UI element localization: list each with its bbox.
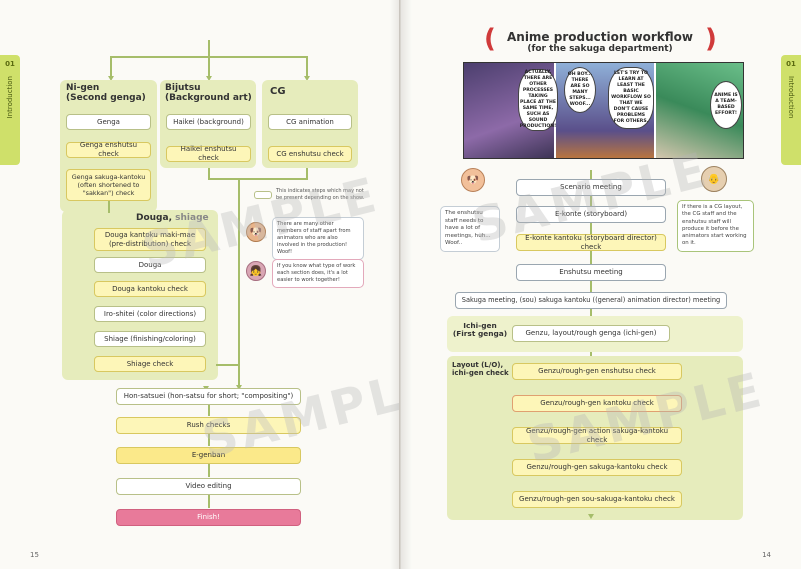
step-douga: Douga [94,257,206,273]
step-cg-enshutsu-check: CG enshutsu check [268,146,352,162]
step-genzu-sou-sakkan-check: Genzu/rough-gen sou-sakuga-kantoku check [512,491,682,508]
title-paren-right: ) [705,24,717,54]
note-teamwork: If you know what type of work each secti… [272,259,364,289]
step-genga-enshutsu-check: Genga enshutsu check [66,141,151,158]
manga-strip: ACTUALLY, THERE ARE OTHER PROCESSES TAKI… [463,62,744,159]
side-tab-left: 01 Introduction [0,55,20,165]
layout-check-heading: Layout (L/O), ichi-gen check [452,361,509,377]
step-genzu-kantoku-check: Genzu/rough-gen kantoku check [512,395,682,412]
chapter-label: Introduction [6,76,14,119]
speech-bubble-2: OH BOY... THERE ARE SO MANY STEPS... WOO… [564,67,596,113]
dog-avatar-icon: 🐶 [246,222,266,242]
step-genga-sakkan-check: Genga sakuga-kantoku (often shortened to… [66,169,151,201]
page-number-left: 15 [30,551,39,559]
nigen-heading: Ni-gen (Second genga) [66,83,146,103]
page-number-right: 14 [762,551,771,559]
step-genzu-enshutsu-check: Genzu/rough-gen enshutsu check [512,363,682,380]
step-rush-checks: Rush checks [116,417,301,434]
step-enshutsu-meeting: Enshutsu meeting [516,264,666,281]
man-avatar-icon: 👴 [701,166,727,192]
step-finish: Finish! [116,509,301,526]
step-e-konte: E-konte (storyboard) [516,206,666,223]
step-cg-animation: CG animation [268,114,352,130]
step-scenario-meeting: Scenario meeting [516,179,666,196]
note-cg-layout: If there is a CG layout, the CG staff an… [677,200,754,252]
ichigen-heading: Ichi-gen (First genga) [452,321,508,339]
speech-bubble-1: ACTUALLY, THERE ARE OTHER PROCESSES TAKI… [518,69,558,131]
dog-avatar-right-icon: 🐶 [461,168,485,192]
step-e-genban: E-genban [116,447,301,464]
step-e-konte-kantoku-check: E-konte kantoku (storyboard director) ch… [516,234,666,251]
step-hon-satsuei: Hon-satsuei (hon-satsu for short; "compo… [116,388,301,405]
step-haikei: Haikei (background) [166,114,251,130]
chapter-number: 01 [5,60,15,68]
step-genga: Genga [66,114,151,130]
title-paren-left: ( [484,24,496,54]
step-douga-kantoku-check: Douga kantoku check [94,281,206,297]
step-genzu-action-sakkan-check: Genzu/rough-gen action sakuga-kantoku ch… [512,427,682,444]
speech-bubble-4: ANIME IS A TEAM-BASED EFFORT! [710,81,742,129]
chapter-label-right: Introduction [787,76,795,119]
bijutsu-heading: Bijutsu (Background art) [165,83,252,103]
douga-heading: Douga, shiage [136,213,209,223]
step-ichigen: Genzu, layout/rough genga (ichi-gen) [512,325,670,342]
speech-bubble-3: LET'S TRY TO LEARN AT LEAST THE BASIC WO… [608,67,654,129]
step-sakuga-meeting: Sakuga meeting, (sou) sakuga kantoku ((g… [455,292,727,309]
girl-avatar-icon: 👧 [246,261,266,281]
cg-heading: CG [270,86,286,97]
step-haikei-enshutsu-check: Haikei enshutsu check [166,145,251,162]
step-shiage: Shiage (finishing/coloring) [94,331,206,347]
page-subtitle: (for the sakuga department) [527,44,673,54]
step-video-editing: Video editing [116,478,301,495]
step-douga-maki-mae-check: Douga kantoku maki-mae (pre-distribution… [94,228,206,251]
note-staff: There are many other members of staff ap… [272,217,364,261]
side-tab-right: 01 Introduction [781,55,801,165]
chapter-number-right: 01 [786,60,796,68]
step-genzu-sakkan-check: Genzu/rough-gen sakuga-kantoku check [512,459,682,476]
gutter [390,0,412,569]
legend-text: This indicates steps which may not be pr… [276,188,365,201]
left-page: 01 Introduction Ni-gen (Second genga) Ge… [0,0,400,569]
step-shiage-check: Shiage check [94,356,206,372]
step-iro-shitei: Iro-shitei (color directions) [94,306,206,322]
page-title: Anime production workflow [506,30,694,44]
note-enshutsu-meetings: The enshutsu staff needs to have a lot o… [440,206,500,252]
legend-swatch [254,191,272,199]
workflow-title: Anime production workflow (for the sakug… [455,30,745,54]
